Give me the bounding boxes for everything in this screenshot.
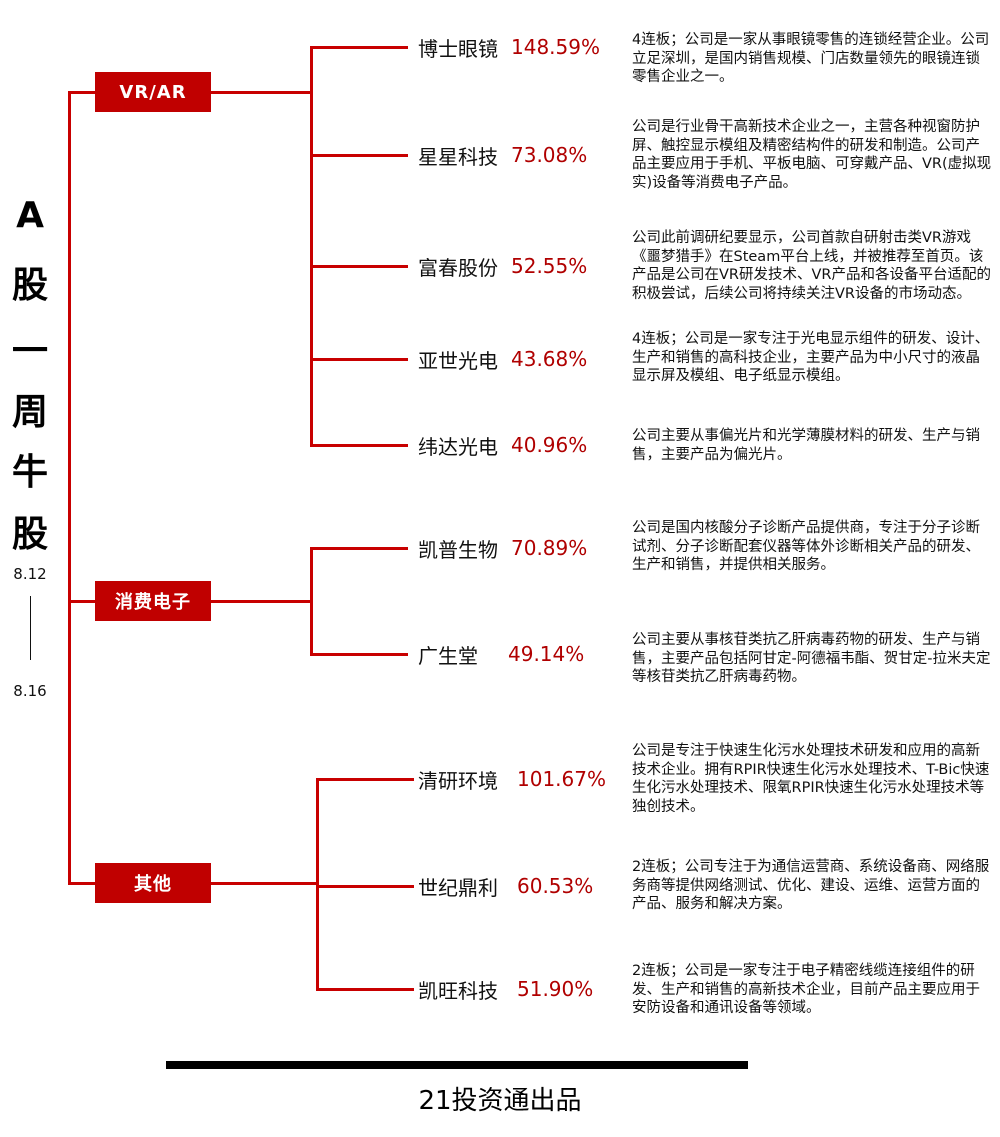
stock-connector bbox=[310, 547, 408, 550]
title-char: A bbox=[16, 195, 44, 236]
date-end: 8.16 bbox=[13, 682, 47, 700]
stock-percent: 51.90% bbox=[517, 974, 593, 1004]
stock-name: 富春股份 bbox=[418, 251, 498, 281]
category-connector bbox=[211, 882, 316, 885]
stock-name: 星星科技 bbox=[418, 140, 498, 170]
category-connector bbox=[211, 91, 310, 94]
stock-percent-text: 73.08% bbox=[511, 143, 588, 167]
stock-description: 公司是行业骨干高新技术企业之一，主营各种视窗防护屏、触控显示模组及精密结构件的研… bbox=[632, 119, 992, 191]
stock-connector bbox=[316, 885, 414, 888]
stock-name: 凯普生物 bbox=[418, 533, 498, 563]
stock-connector bbox=[316, 778, 414, 781]
stock-name-text: 亚世光电 bbox=[418, 348, 498, 373]
stock-percent: 60.53% bbox=[517, 871, 593, 901]
stock-name-text: 世纪鼎利 bbox=[418, 875, 498, 900]
category-box: 消费电子 bbox=[95, 581, 211, 621]
stock-name: 世纪鼎利 bbox=[418, 871, 498, 901]
main-trunk bbox=[68, 92, 71, 885]
stock-connector bbox=[310, 358, 408, 361]
stock-percent-text: 52.55% bbox=[511, 254, 588, 278]
stock-description: 公司主要从事核苷类抗乙肝病毒药物的研发、生产与销售，主要产品包括阿甘定-阿德福韦… bbox=[632, 632, 991, 685]
stock-connector bbox=[310, 154, 408, 157]
stock-name-text: 广生堂 bbox=[418, 643, 478, 668]
trunk-connector bbox=[68, 91, 95, 94]
stock-name: 广生堂 bbox=[418, 639, 478, 669]
title-char: 一 bbox=[11, 331, 48, 372]
stock-description: 公司是专注于快速生化污水处理技术研发和应用的高新技术企业。拥有RPIR快速生化污… bbox=[632, 743, 990, 815]
category-box: 其他 bbox=[95, 863, 211, 903]
stock-description: 公司主要从事偏光片和光学薄膜材料的研发、生产与销售，主要产品为偏光片。 bbox=[632, 428, 980, 463]
stock-connector bbox=[310, 444, 408, 447]
stock-percent: 43.68% bbox=[511, 344, 587, 374]
title-char: 牛 bbox=[11, 452, 48, 493]
stock-percent: 49.14% bbox=[508, 639, 584, 669]
stock-name-text: 凯普生物 bbox=[418, 537, 498, 562]
stock-percent-text: 60.53% bbox=[517, 874, 594, 898]
branch-vertical bbox=[310, 46, 313, 446]
stock-name-text: 纬达光电 bbox=[418, 434, 498, 459]
category-box: VR/AR bbox=[95, 72, 211, 112]
stock-percent: 70.89% bbox=[511, 533, 587, 563]
stock-description: 公司此前调研纪要显示，公司首款自研射击类VR游戏《噩梦猎手》在Steam平台上线… bbox=[632, 230, 991, 302]
branch-vertical bbox=[316, 778, 319, 990]
stock-percent: 148.59% bbox=[511, 32, 600, 62]
stock-name: 清研环境 bbox=[418, 764, 498, 794]
stock-description: 4连板；公司是一家专注于光电显示组件的研发、设计、生产和销售的高科技企业，主要产… bbox=[632, 331, 990, 384]
stock-name: 博士眼镜 bbox=[418, 32, 498, 62]
stock-percent-text: 148.59% bbox=[511, 35, 600, 59]
stock-name-text: 清研环境 bbox=[418, 768, 498, 793]
footer-text: 21投资通出品 bbox=[418, 1086, 582, 1116]
stock-percent-text: 51.90% bbox=[517, 977, 594, 1001]
title-char: 股 bbox=[11, 514, 48, 555]
stock-description: 2连板；公司专注于为通信运营商、系统设备商、网络服务商等提供网络测试、优化、建设… bbox=[632, 859, 990, 912]
title-char: 周 bbox=[11, 392, 48, 433]
stock-percent-text: 70.89% bbox=[511, 536, 588, 560]
stock-name-text: 富春股份 bbox=[418, 255, 498, 280]
date-divider bbox=[30, 596, 31, 660]
trunk-connector bbox=[68, 882, 95, 885]
stock-percent-text: 43.68% bbox=[511, 347, 588, 371]
stock-name-text: 凯旺科技 bbox=[418, 978, 498, 1003]
stock-connector bbox=[310, 653, 408, 656]
stock-name: 纬达光电 bbox=[418, 430, 498, 460]
stock-name-text: 星星科技 bbox=[418, 144, 498, 169]
stock-percent: 52.55% bbox=[511, 251, 587, 281]
stock-connector bbox=[310, 46, 408, 49]
stock-percent: 73.08% bbox=[511, 140, 587, 170]
stock-percent: 101.67% bbox=[517, 764, 606, 794]
category-connector bbox=[211, 600, 310, 603]
date-start: 8.12 bbox=[13, 565, 47, 583]
stock-description: 公司是国内核酸分子诊断产品提供商，专注于分子诊断试剂、分子诊断配套仪器等体外诊断… bbox=[632, 520, 980, 573]
branch-vertical bbox=[310, 547, 313, 655]
stock-name: 亚世光电 bbox=[418, 344, 498, 374]
title-char: 股 bbox=[11, 265, 48, 306]
stock-connector bbox=[316, 988, 414, 991]
stock-percent-text: 101.67% bbox=[517, 767, 606, 791]
stock-connector bbox=[310, 265, 408, 268]
stock-name: 凯旺科技 bbox=[418, 974, 498, 1004]
stock-percent-text: 40.96% bbox=[511, 433, 588, 457]
stock-percent: 40.96% bbox=[511, 430, 587, 460]
stock-description: 4连板；公司是一家从事眼镜零售的连锁经营企业。公司立足深圳，是国内销售规模、门店… bbox=[632, 32, 990, 85]
stock-description: 2连板；公司是一家专注于电子精密线缆连接组件的研发、生产和销售的高新技术企业，目… bbox=[632, 963, 980, 1016]
stock-percent-text: 49.14% bbox=[508, 642, 585, 666]
bottom-bar bbox=[166, 1061, 748, 1069]
stock-name-text: 博士眼镜 bbox=[418, 36, 498, 61]
trunk-connector bbox=[68, 600, 95, 603]
